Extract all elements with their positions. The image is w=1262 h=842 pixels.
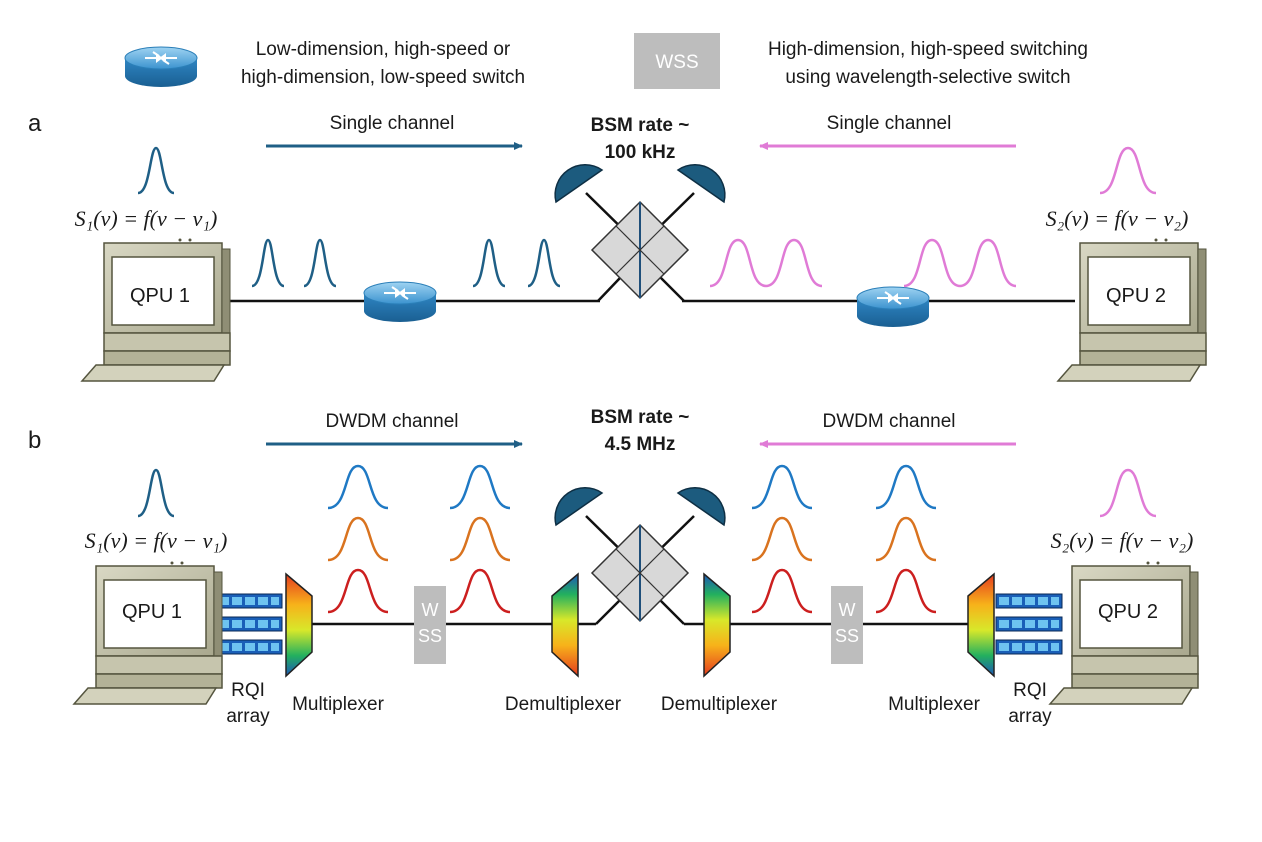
legend-switch-text-2: high-dimension, low-speed switch xyxy=(241,67,525,88)
panel-b-wss-right-l2: SS xyxy=(835,626,859,646)
panel-b-eq-left: S₁(v) = f(v − v₁) xyxy=(85,528,228,553)
panel-a-qpu-left-computer xyxy=(81,237,231,382)
panel-b-left-source-pulse xyxy=(137,468,175,518)
panel-b-wss-right-l1: W xyxy=(839,600,856,620)
panel-b-bsm-line1: BSM rate ~ xyxy=(591,407,690,428)
panel-b-wss-left xyxy=(414,586,446,664)
panel-a-blue-pulses xyxy=(137,146,561,288)
wss-legend-box xyxy=(634,33,720,89)
panel-b-bsm-line2: 4.5 MHz xyxy=(605,434,676,455)
panel-b-rqi-right-l1: RQI xyxy=(1013,680,1047,701)
panel-b-eq-right: S₂(v) = f(v − v₂) xyxy=(1051,528,1194,553)
switch-legend-icon xyxy=(124,46,198,88)
legend-wss-text-1: High-dimension, high-speed switching xyxy=(768,39,1088,60)
legend-wss-text-2: using wavelength-selective switch xyxy=(785,67,1070,88)
panel-b: b DWDM channel DWDM channel BSM rate ~ 4… xyxy=(28,407,1199,727)
panel-b-demux-left-label: Demultiplexer xyxy=(505,694,622,715)
panel-a-right-channel: Single channel xyxy=(827,113,952,134)
panel-a-qpu-right-computer xyxy=(1057,237,1207,382)
legend: Low-dimension, high-speed or high-dimens… xyxy=(124,33,1088,89)
panel-b-demux-right-label: Demultiplexer xyxy=(661,694,778,715)
panel-b-wdm-pulses xyxy=(327,464,937,614)
panel-a-left-channel: Single channel xyxy=(330,113,455,134)
legend-switch-text-1: Low-dimension, high-speed or xyxy=(256,39,511,60)
panel-a-pink-pulses xyxy=(709,146,1157,288)
panel-b-qpu-left-computer xyxy=(73,560,223,705)
panel-b-mux-left-label: Multiplexer xyxy=(292,694,385,715)
panel-a-switch-left xyxy=(363,281,437,323)
panel-b-label: b xyxy=(28,427,41,454)
panel-a-beam-splitter xyxy=(590,200,690,300)
panel-b-rqi-left-l2: array xyxy=(226,706,270,727)
panel-a-qpu-right-label: QPU 2 xyxy=(1106,285,1166,307)
panel-a-eq-left: S₁(v) = f(v − v₁) xyxy=(75,206,218,231)
panel-b-detector-right xyxy=(676,487,726,527)
panel-b-detector-left xyxy=(554,487,604,527)
panel-b-right-source-pulse xyxy=(1099,468,1157,518)
panel-b-demultiplexer-right xyxy=(703,572,731,678)
panel-b-left-channel: DWDM channel xyxy=(325,411,458,432)
panel-b-wss-left-l2: SS xyxy=(418,626,442,646)
panel-a-detector-right xyxy=(676,164,726,204)
panel-b-beam-splitter xyxy=(590,523,690,623)
panel-b-qpu-right-label: QPU 2 xyxy=(1098,601,1158,623)
panel-b-multiplexer-left xyxy=(285,572,313,678)
panel-b-mux-right-label: Multiplexer xyxy=(888,694,981,715)
panel-b-qpu-left-label: QPU 1 xyxy=(122,601,182,623)
wss-legend-label: WSS xyxy=(655,52,698,73)
panel-b-rqi-array-right xyxy=(995,593,1063,655)
panel-b-wss-right xyxy=(831,586,863,664)
panel-a-bsm-line1: BSM rate ~ xyxy=(591,115,690,136)
panel-b-right-channel: DWDM channel xyxy=(822,411,955,432)
panel-b-rqi-array-left xyxy=(215,593,283,655)
panel-b-rqi-left-l1: RQI xyxy=(231,680,265,701)
panel-b-multiplexer-right xyxy=(967,572,995,678)
panel-a-qpu-left-label: QPU 1 xyxy=(130,285,190,307)
panel-b-qpu-right-computer xyxy=(1049,560,1199,705)
panel-b-demultiplexer-left xyxy=(551,572,579,678)
panel-a-label: a xyxy=(28,110,42,137)
panel-b-wss-left-l1: W xyxy=(422,600,439,620)
panel-a-eq-right: S₂(v) = f(v − v₂) xyxy=(1046,206,1189,231)
panel-a-detector-left xyxy=(554,164,604,204)
panel-a-switch-right xyxy=(856,286,930,328)
panel-b-rqi-right-l2: array xyxy=(1008,706,1052,727)
panel-a-bsm-line2: 100 kHz xyxy=(605,142,676,163)
panel-a: a Single channel Single channel BSM rate… xyxy=(28,110,1207,382)
